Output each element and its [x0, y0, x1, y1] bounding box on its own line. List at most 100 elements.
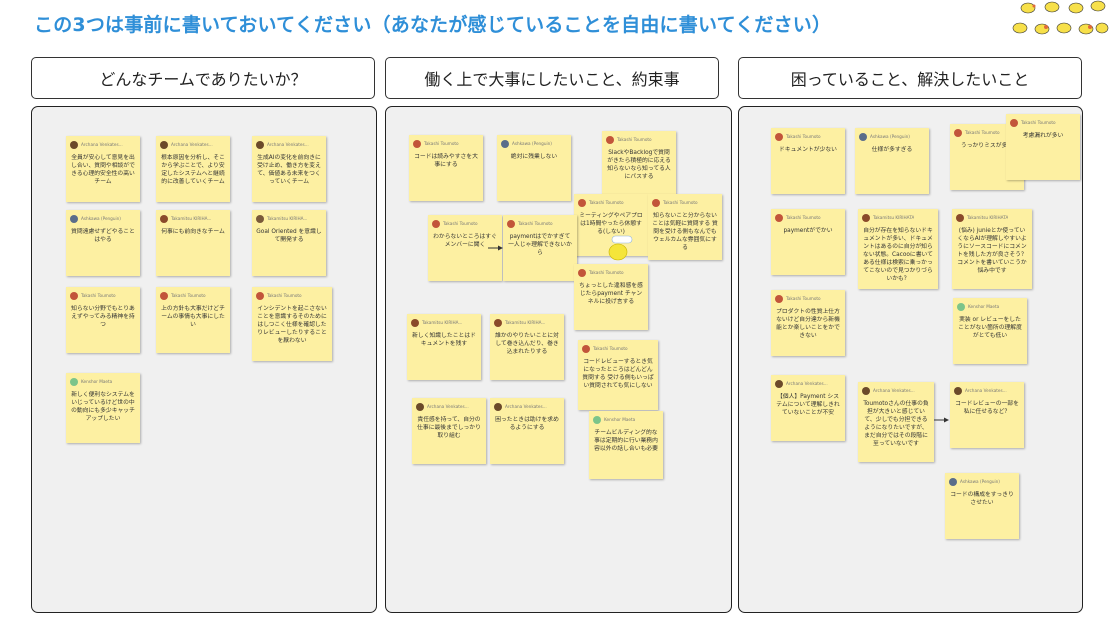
note-author: Takashi Toumoto — [589, 270, 624, 275]
note-author: Archana Venkates... — [267, 142, 309, 147]
note-text: 自分が存在を知らないドキュメントが多い、ドキュメントはあるのに自分が知らない状態… — [863, 228, 933, 282]
sticky-note[interactable]: Takamitsu KIRIHA... 新しく知識したことはドキュメントを残す — [407, 314, 481, 380]
note-author: Takashi Toumoto — [267, 293, 302, 298]
note-author: Takashi Toumoto — [593, 346, 628, 351]
sticky-note[interactable]: Takashi Toumoto 知らない分野でもとりあえずやってみる精神を持つ — [66, 287, 140, 353]
note-author: Archana Venkates... — [171, 142, 213, 147]
note-text: ドキュメントが少ない — [779, 147, 837, 153]
sticky-note[interactable]: Archana Venkates... コードレビューの一部を私に任せるなど？ — [950, 382, 1024, 448]
sticky-note[interactable]: Takashi Toumoto コードレビューするとき気になったところはどんどん質… — [578, 340, 658, 410]
note-text: 困ったときは助けを求めるようにする — [495, 417, 559, 431]
note-text: 責任感を持って、自分の仕事に最後までしっかり取り組む — [417, 417, 481, 439]
sticky-note[interactable]: Takashi Toumoto ちょっとした違和感を感じたらpayment チャン… — [574, 264, 648, 330]
note-author: Takamitsu KIRIHA... — [505, 320, 546, 325]
note-author: Kenshor Maeta — [604, 417, 636, 422]
note-author: Takamitsu KIRIHA... — [422, 320, 463, 325]
avatar — [501, 139, 509, 148]
sticky-note[interactable]: Ashkawa (Penguin)質問遠慮せずどやることはやる — [66, 210, 140, 276]
avatar — [160, 291, 168, 300]
avatar — [256, 140, 264, 149]
note-text: コードの構成をすっきりさせたい — [950, 492, 1014, 506]
sticky-note[interactable]: Takamitsu KIRIHATA(悩み) junieとか使っていくならAIが… — [952, 209, 1032, 289]
sticky-note[interactable]: Ashkawa (Penguin) コードの構成をすっきりさせたい — [945, 473, 1019, 539]
note-text: 新しく便利なシステムをいじっているけど世の中の動向にも多少キャッチアップしたい — [71, 392, 135, 422]
note-text: コードレビューするとき気になったところはどんどん質問する 受ける側もいっぱい質問… — [582, 359, 654, 389]
note-text: 知らない分野でもとりあえずやってみる精神を持つ — [71, 306, 135, 328]
avatar — [949, 477, 957, 486]
avatar — [775, 294, 783, 303]
note-text: Toumotoさんの仕事の負担が大きいと感じていて、少しでも分担できるようになり… — [863, 401, 929, 447]
sticky-note[interactable]: Takamitsu KIRIHA...誰かのやりたいことに対して巻き込んだり、巻… — [490, 314, 564, 380]
avatar — [775, 213, 783, 222]
note-text: コードレビューの一部を私に任せるなど？ — [955, 401, 1019, 415]
note-author: Archana Venkates... — [427, 404, 469, 409]
note-text: チームビルディング的な事は定期的に行い業務内容以外の話し合いも必要 — [594, 430, 658, 452]
column-header-promises: 働く上で大事にしたいこと、約束事 — [385, 57, 719, 99]
avatar — [956, 213, 964, 222]
avatar — [862, 386, 870, 395]
decorative-bird-stickers — [1012, 0, 1109, 35]
note-author: Ashkawa (Penguin) — [960, 479, 1000, 484]
note-text: コードは読みやすさを大事にする — [414, 154, 478, 168]
page-title: この3つは事前に書いておいてください（あなたが感じていることを自由に書いてくださ… — [34, 14, 832, 36]
note-author: Takashi Toumoto — [617, 137, 652, 142]
sticky-note[interactable]: Archana Venkates...根本原因を分析し、そこから学ぶことで、より… — [156, 136, 230, 202]
sticky-note[interactable]: Archana Venkates...全員が安心して意見を出し合い、質問や相談が… — [66, 136, 140, 202]
note-text: 全員が安心して意見を出し合い、質問や相談ができる心理的安全性の高いチーム — [71, 155, 135, 185]
note-author: Takashi Toumoto — [443, 221, 478, 226]
sticky-note[interactable]: Takashi Toumoto インシデントを起こさないことを意識するそのためには… — [252, 287, 332, 361]
note-text: ちょっとした違和感を感じたらpayment チャンネルに投げ言する — [579, 283, 643, 305]
note-text: 新しく知識したことはドキュメントを残す — [412, 333, 476, 347]
sticky-note[interactable]: Ashkawa (Penguin)仕様が多すぎる — [855, 128, 929, 194]
sticky-note[interactable]: Kenshor Maeta チームビルディング的な事は定期的に行い業務内容以外の話… — [589, 411, 663, 479]
avatar — [954, 386, 962, 395]
column-header-problems: 困っていること、解決したいこと — [738, 57, 1082, 99]
note-text: paymentはでかすぎて一人じゃ理解できないから — [508, 234, 572, 256]
avatar — [411, 318, 419, 327]
column-header-team-vision: どんなチームでありたいか？ — [31, 57, 375, 99]
sticky-note[interactable]: Archana Venkates... 責任感を持って、自分の仕事に最後までしっか… — [412, 398, 486, 464]
sticky-note[interactable]: Ashkawa (Penguin)絶対に残業しない — [497, 135, 571, 201]
sticky-note[interactable]: Archana Venkates... Toumotoさんの仕事の負担が大きいと感… — [858, 382, 934, 462]
note-author: Takashi Toumoto — [786, 296, 821, 301]
note-text: 考慮漏れが多い — [1022, 133, 1064, 139]
avatar — [432, 219, 440, 228]
sticky-note[interactable]: Takamitsu KIRIHA...Goal Oriented を意識して開発… — [252, 210, 326, 276]
sticky-note[interactable]: Archana Venkates...困ったときは助けを求めるようにする — [490, 398, 564, 464]
avatar — [70, 214, 78, 223]
note-author: Archana Venkates... — [873, 388, 915, 393]
sticky-note[interactable]: Takashi Toumoto ドキュメントが少ない — [771, 128, 845, 194]
note-author: Ashkawa (Penguin) — [81, 216, 121, 221]
note-text: (悩み) junieとか使っていくならAIが理解しやすいようにソースコードにコメ… — [957, 228, 1027, 274]
avatar — [256, 291, 264, 300]
sticky-note[interactable]: Archana Venkates... 生成AIの変化を前向きに受け止め、働き方を… — [252, 136, 326, 202]
avatar — [859, 132, 867, 141]
note-author: Archana Venkates... — [965, 388, 1007, 393]
note-author: Takashi Toumoto — [786, 134, 821, 139]
note-author: Takashi Toumoto — [424, 141, 459, 146]
note-author: Takamitsu KIRIHA... — [267, 216, 308, 221]
avatar — [593, 415, 601, 424]
sticky-note[interactable]: Archana Venkates...【個人】Payment システムについて理… — [771, 375, 845, 441]
note-text: 生成AIの変化を前向きに受け止め、働き方を変えて、価値ある未来をつくっていくチー… — [257, 155, 321, 185]
note-text: 知らないこと分からないことは気軽に質問する 質問を受ける側もなんでもウェルカムな… — [652, 213, 718, 251]
sticky-note[interactable]: Takashi Toumoto コードは読みやすさを大事にする — [409, 135, 483, 201]
note-text: 絶対に残業しない — [510, 154, 558, 160]
sticky-note[interactable]: Takamitsu KIRIHA...何事にも前向きなチーム — [156, 210, 230, 276]
note-author: Takashi Toumoto — [81, 293, 116, 298]
avatar — [775, 132, 783, 141]
avatar — [160, 140, 168, 149]
note-text: インシデントを起こさないことを意識するそのためにはしつこく仕様を確認したりレビュ… — [257, 306, 327, 344]
